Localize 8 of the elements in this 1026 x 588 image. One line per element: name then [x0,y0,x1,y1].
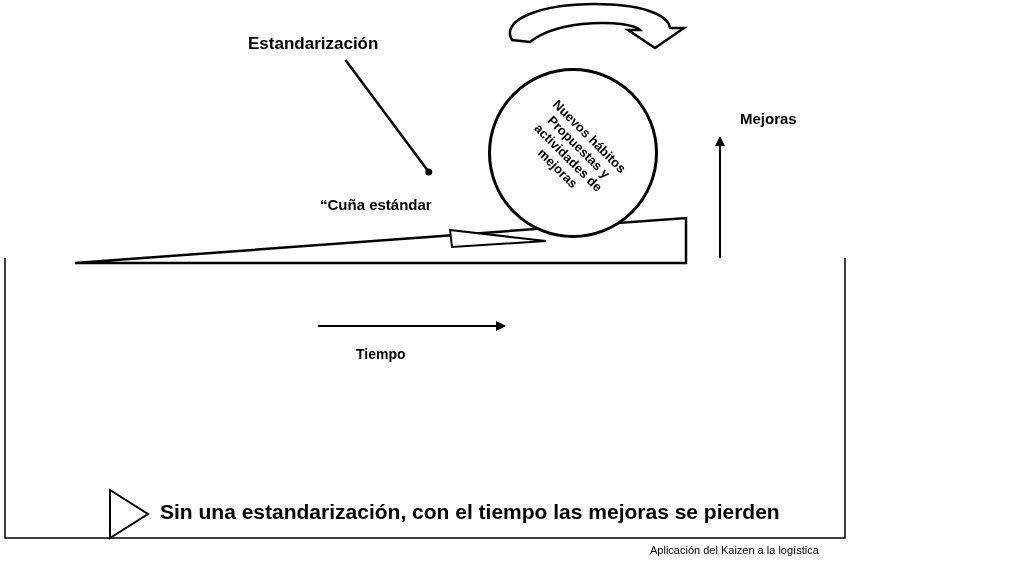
conclusion-text: Sin una estandarización, con el tiempo las mejoras se pierden [160,500,780,524]
footer-text: Aplicación del Kaizen a la logística [650,544,819,556]
heading-text: Estandarización [248,34,378,56]
wedge-shape [449,229,547,249]
leader-line [344,59,433,176]
wedge-label: “Cuña estándar [320,196,448,216]
axis-label: Mejoras [740,110,797,127]
axis-label: Tiempo [356,346,406,362]
